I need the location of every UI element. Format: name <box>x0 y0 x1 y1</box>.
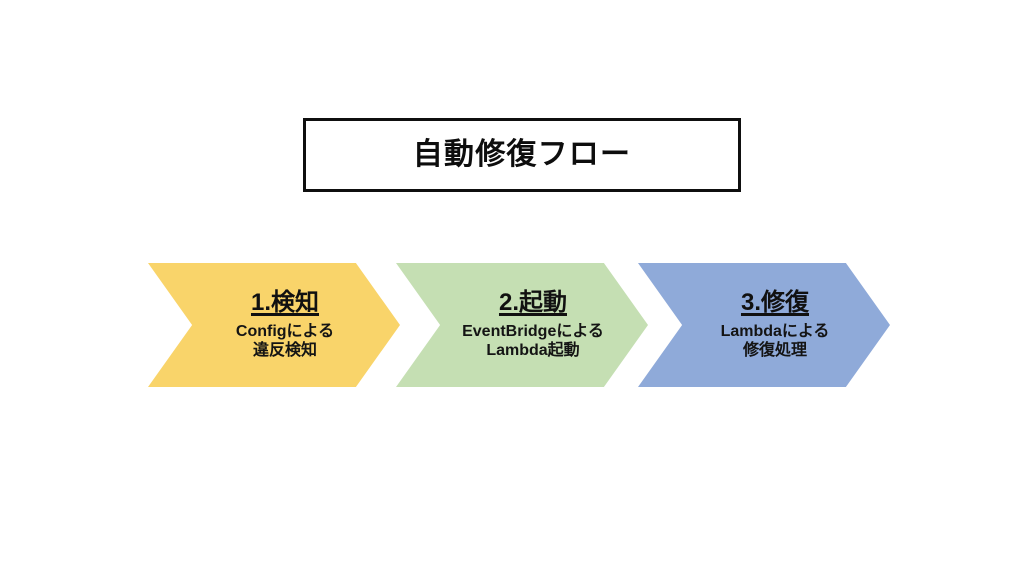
flow-step-1-description: Configによる 違反検知 <box>236 323 334 361</box>
page-title: 自動修復フロー <box>412 138 632 171</box>
flow-step-1-content: 1.検知 Configによる 違反検知 <box>214 289 334 361</box>
flow-step-1-description-line1: Configによる <box>235 323 335 341</box>
flow-step-1-description-line2: 違反検知 <box>252 342 317 360</box>
flow-step-1[interactable]: 1.検知 Configによる 違反検知 <box>148 263 400 387</box>
flow-step-3-heading: 3.修復 <box>740 288 809 316</box>
flow-step-2-content: 2.起動 EventBridgeによる Lambda起動 <box>440 289 604 361</box>
flow-step-2-description: EventBridgeによる Lambda起動 <box>462 323 604 361</box>
flow-step-1-heading: 1.検知 <box>250 288 319 316</box>
flow-step-3-description-line1: Lambdaによる <box>720 323 830 341</box>
flow-step-3[interactable]: 3.修復 Lambdaによる 修復処理 <box>638 263 890 387</box>
process-flow-diagram: 1.検知 Configによる 違反検知 2.起動 EventBridgeによる … <box>0 263 1024 387</box>
flow-step-2-description-line2: Lambda起動 <box>486 342 580 360</box>
flow-step-3-content: 3.修復 Lambdaによる 修復処理 <box>699 289 830 361</box>
flow-step-2-heading: 2.起動 <box>498 288 567 316</box>
title-box: 自動修復フロー <box>303 118 741 192</box>
flow-step-2-description-line1: EventBridgeによる <box>462 323 604 341</box>
flow-step-3-description-line2: 修復処理 <box>742 342 807 360</box>
flow-step-2[interactable]: 2.起動 EventBridgeによる Lambda起動 <box>396 263 648 387</box>
flow-step-3-description: Lambdaによる 修復処理 <box>721 323 830 361</box>
